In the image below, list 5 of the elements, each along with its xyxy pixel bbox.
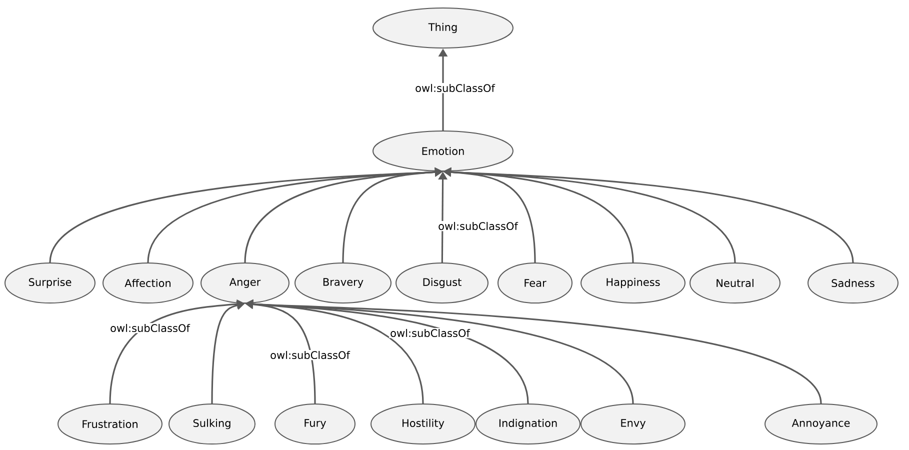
- edge-label: owl:subClassOf: [109, 322, 191, 334]
- edge-label: owl:subClassOf: [389, 328, 471, 338]
- edge-label: owl:subClassOf: [269, 350, 351, 360]
- edge-label: owl:subClassOf: [437, 220, 519, 232]
- edge-label: owl:subClassOf: [414, 82, 496, 94]
